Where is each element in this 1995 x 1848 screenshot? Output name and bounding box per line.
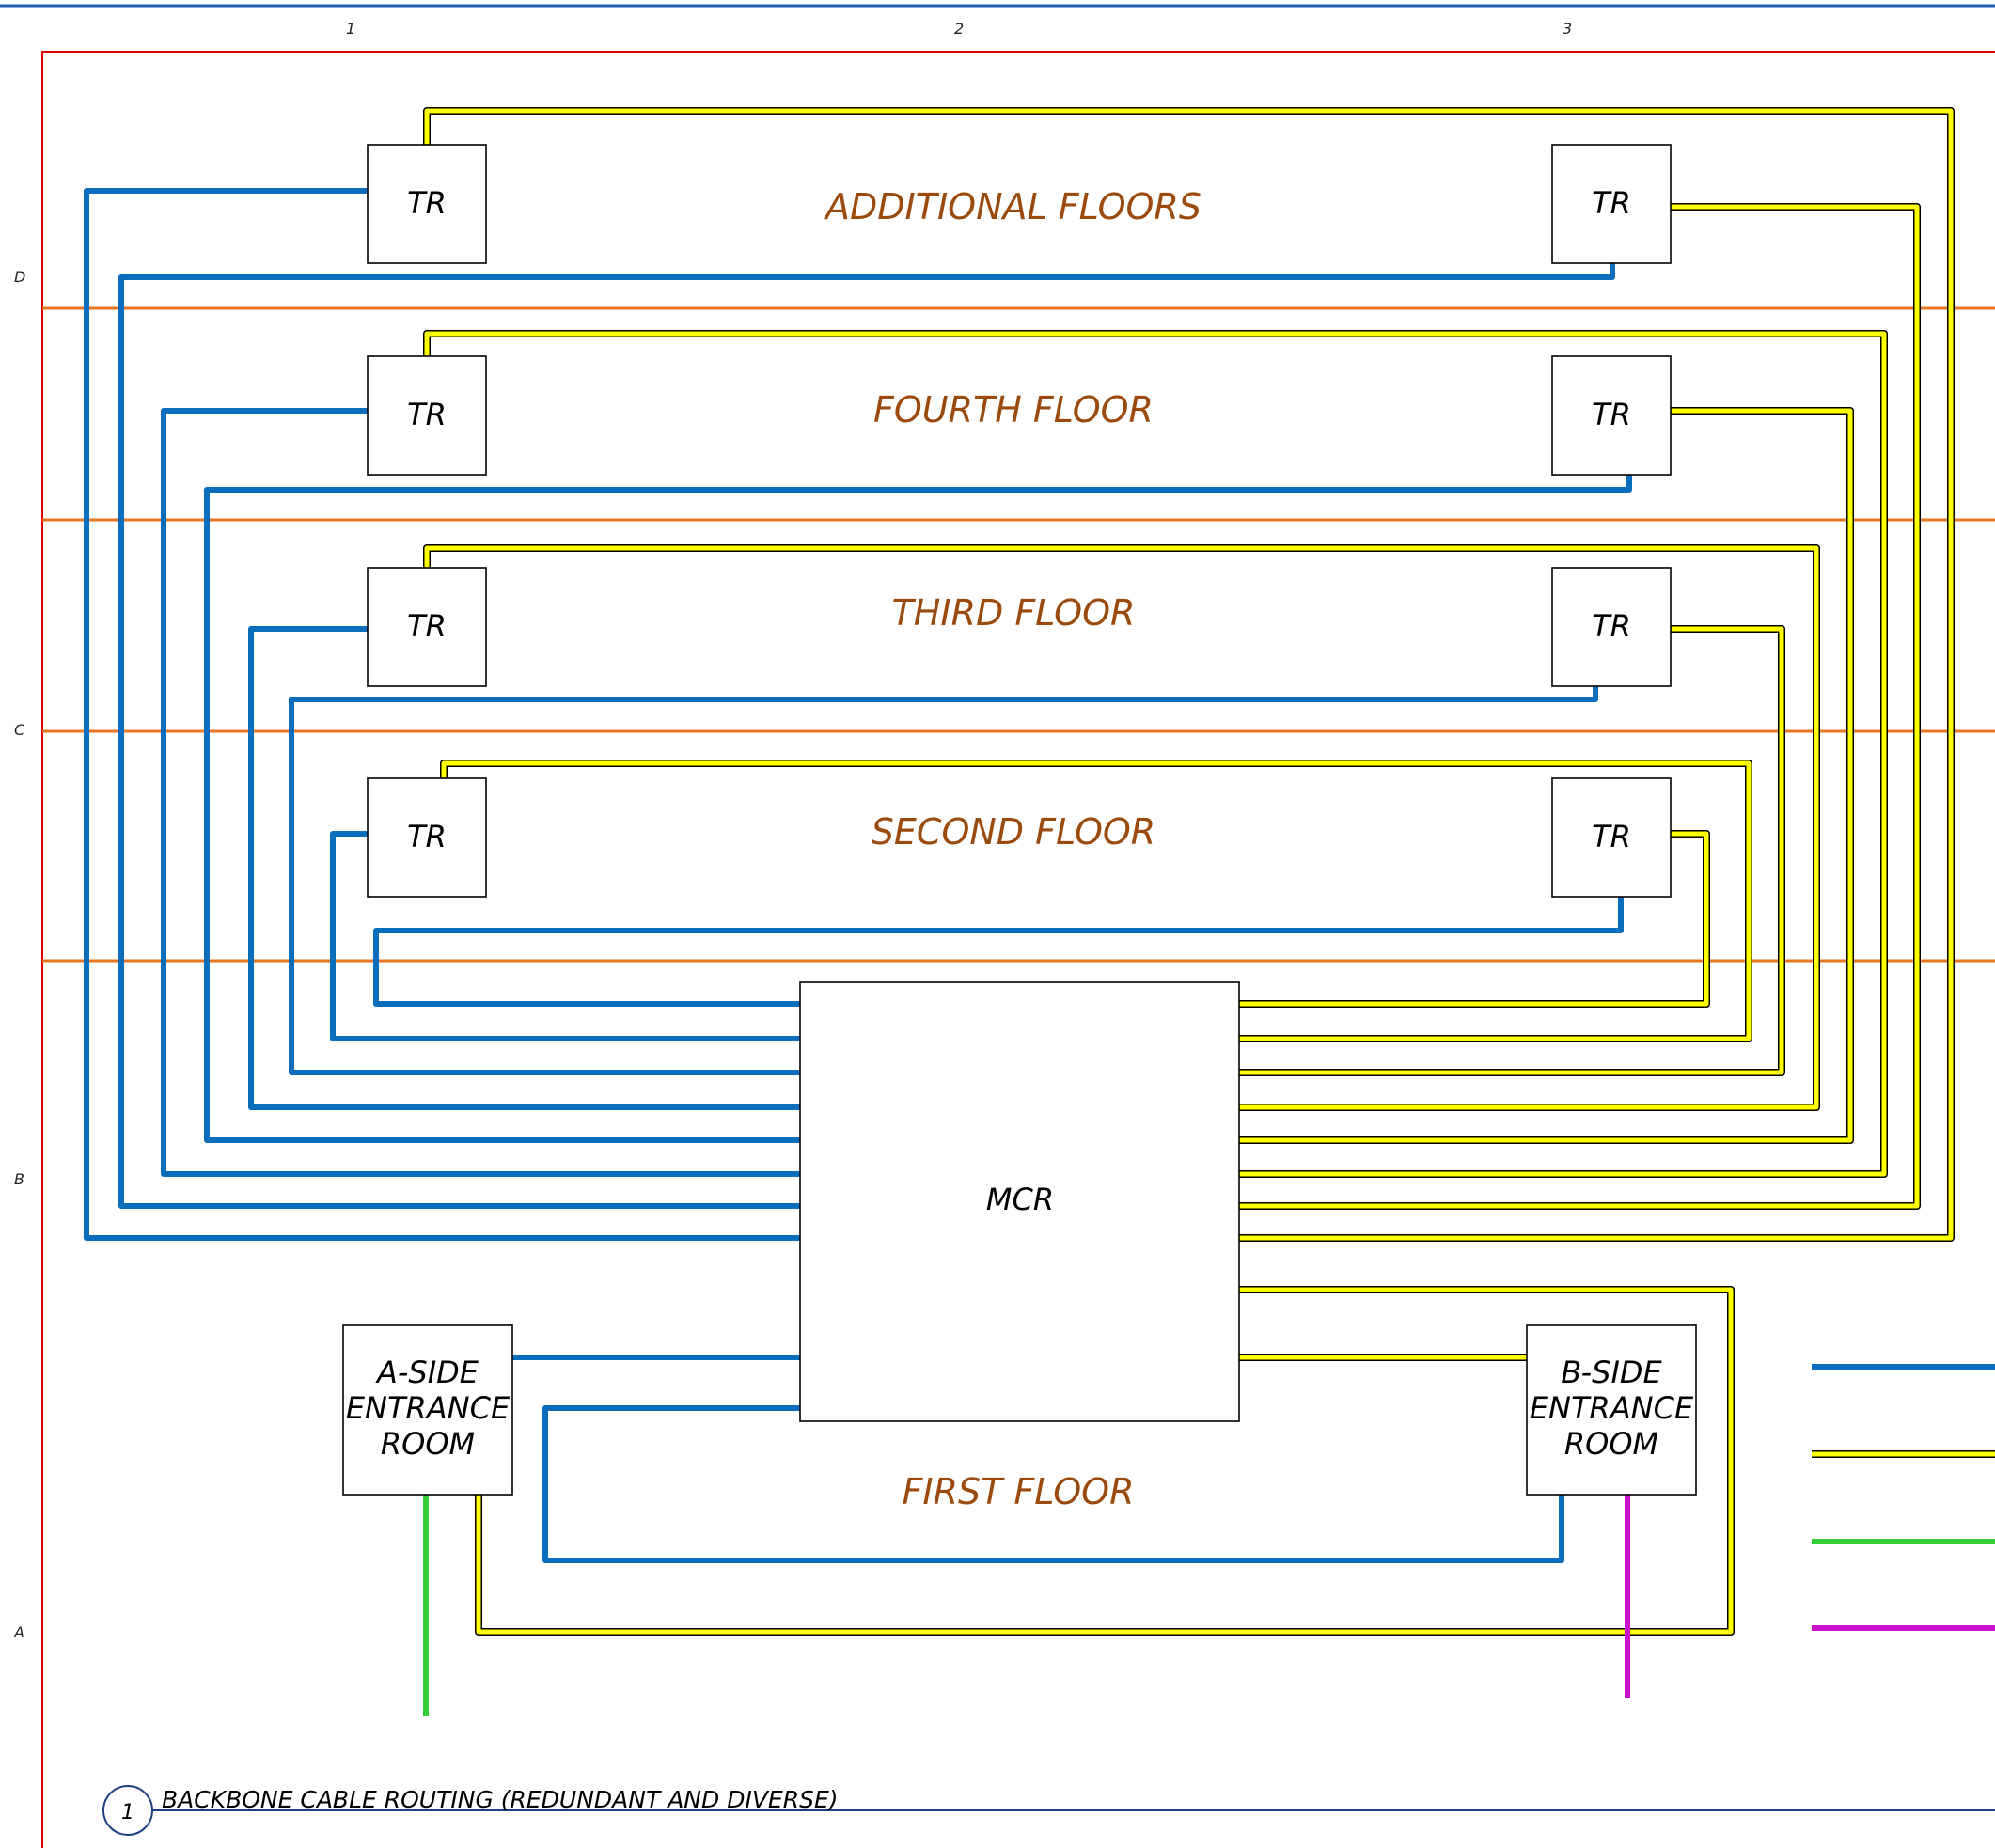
tr-second-right: TR — [1551, 777, 1672, 898]
yellow-cable-group — [423, 107, 1955, 1636]
blue-cable-third-left — [248, 626, 800, 1110]
tr-label: TR — [1592, 608, 1631, 644]
grid-column-1: 1 — [346, 20, 355, 38]
tr-box — [367, 567, 487, 687]
tr-label: TR — [407, 185, 447, 221]
tr-box — [1551, 355, 1672, 476]
tr-fourth-right: TR — [1551, 355, 1672, 476]
grid-row-c: C — [14, 721, 25, 739]
tr-label: TR — [407, 397, 447, 432]
detail-title-block: 1 BACKBONE CABLE ROUTING (REDUNDANT AND … — [102, 1785, 1995, 1836]
diagram-title: BACKBONE CABLE ROUTING (REDUNDANT AND DI… — [162, 1786, 839, 1813]
entrance-label-line-1: B-SIDE — [1561, 1355, 1662, 1390]
entrance-box — [342, 1324, 513, 1496]
yellow-cable-third-right — [1238, 626, 1784, 1075]
tr-box — [367, 777, 487, 898]
yellow-cables — [424, 108, 1954, 1635]
blue-cable-third-right — [289, 683, 1598, 1075]
floor-separators — [42, 306, 1995, 963]
tr-second-left: TR — [367, 777, 487, 898]
blue-cable-fourth-right — [204, 473, 1632, 1143]
tr-box — [1551, 777, 1672, 898]
yellow-cable-second-left — [441, 760, 1752, 1041]
drawing-frame — [41, 51, 1995, 1848]
floor-label-second: SECOND FLOOR — [872, 811, 1155, 853]
tr-additional-right: TR — [1551, 144, 1672, 264]
blue-cable-additional-right — [118, 261, 1615, 1209]
blue-cable-first-floor-loop — [542, 1405, 1564, 1563]
tr-third-left: TR — [367, 567, 487, 687]
grid-column-2: 2 — [954, 20, 964, 38]
tr-label: TR — [407, 819, 447, 854]
floor-label-additional: ADDITIONAL FLOORS — [823, 186, 1202, 227]
blue-cable-additional-left — [84, 188, 800, 1241]
yellow-cable-second-right — [1238, 831, 1709, 1007]
mcr: MCR — [799, 981, 1240, 1422]
legend — [1812, 1364, 1995, 1631]
grid-row-d: D — [14, 268, 25, 286]
blue-cable-second-right — [373, 896, 1624, 1007]
entrance-label-line-3: ROOM — [1564, 1426, 1658, 1462]
mcr-label: MCR — [986, 1182, 1054, 1217]
grid-row-a: A — [13, 1623, 24, 1641]
yellow-cable-third-left — [424, 545, 1819, 1110]
b-side-entrance-room: B-SIDE ENTRANCE ROOM — [1526, 1324, 1697, 1496]
mcr-box — [799, 981, 1240, 1422]
tr-box — [1551, 567, 1672, 687]
yellow-cable-fourth-right — [1238, 408, 1853, 1143]
floor-label-first: FIRST FLOOR — [903, 1471, 1135, 1512]
yellow-cable-fourth-left — [424, 331, 1887, 1177]
grid-column-3: 3 — [1563, 20, 1572, 38]
detail-number: 1 — [121, 1801, 134, 1825]
blue-cable-second-left — [330, 831, 800, 1041]
yellow-cable-additional-right — [1238, 204, 1920, 1209]
a-side-entrance-room: A-SIDE ENTRANCE ROOM — [342, 1324, 513, 1496]
tr-boxes: TR TR TR TR TR TR TR TR — [367, 144, 1672, 898]
floor-label-third: THIRD FLOOR — [892, 592, 1136, 634]
grid-row-b: B — [14, 1170, 24, 1188]
entrance-label-line-3: ROOM — [381, 1426, 475, 1462]
entrance-label-line-2: ENTRANCE — [1530, 1390, 1694, 1426]
entrance-label-line-1: A-SIDE — [375, 1355, 479, 1390]
tr-fourth-left: TR — [367, 355, 487, 476]
tr-additional-left: TR — [367, 144, 487, 264]
floor-label-fourth: FOURTH FLOOR — [873, 389, 1154, 431]
entrance-box — [1526, 1324, 1697, 1496]
yellow-cable-first-floor-loop — [476, 1287, 1734, 1635]
yellow-cable-additional-left — [424, 108, 1954, 1241]
floor-labels: ADDITIONAL FLOORS FOURTH FLOOR THIRD FLO… — [823, 186, 1202, 1512]
tr-label: TR — [1592, 819, 1631, 854]
tr-third-right: TR — [1551, 567, 1672, 687]
tr-box — [1551, 144, 1672, 264]
blue-cable-fourth-left — [161, 408, 800, 1177]
blue-cables — [84, 188, 1632, 1563]
entrance-label-line-2: ENTRANCE — [346, 1390, 511, 1426]
tr-label: TR — [1592, 185, 1631, 221]
tr-box — [367, 355, 487, 476]
tr-label: TR — [1592, 397, 1631, 432]
tr-box — [367, 144, 487, 264]
tr-label: TR — [407, 608, 447, 644]
